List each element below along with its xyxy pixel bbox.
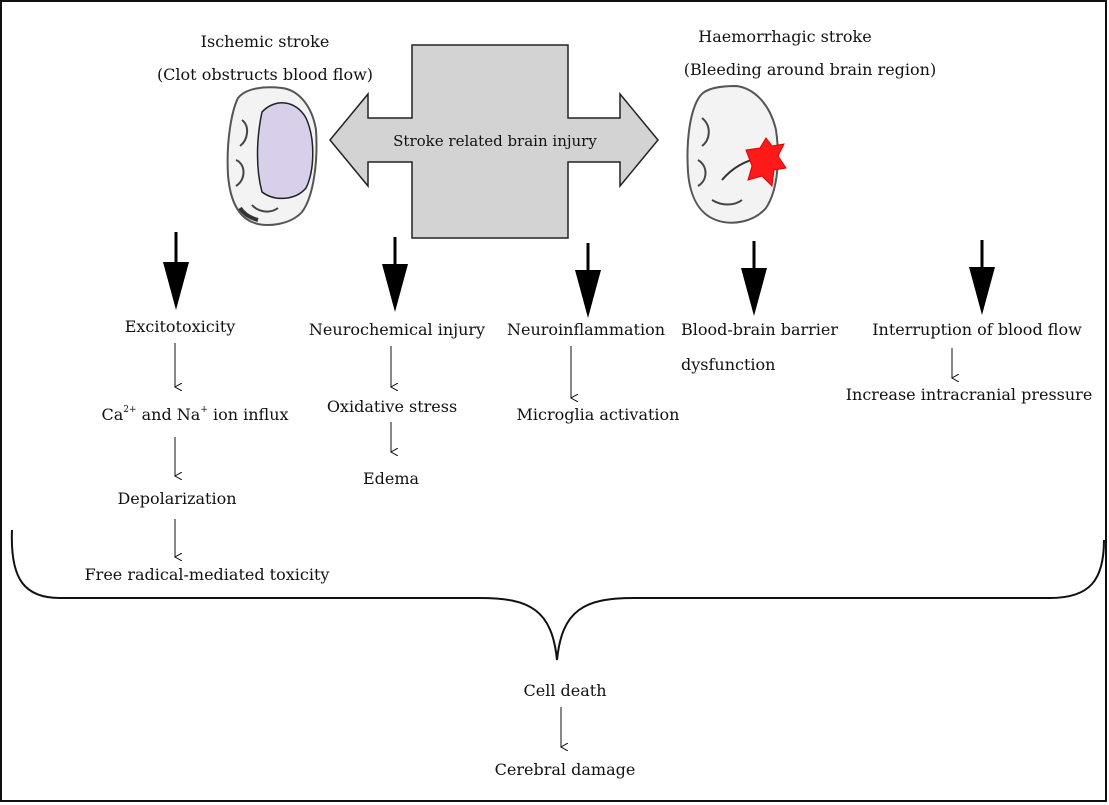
cerebral-damage-label: Cerebral damage	[495, 760, 636, 779]
depolarization-label: Depolarization	[117, 489, 236, 508]
neuroinflammation-label: Neuroinflammation	[507, 320, 665, 339]
haemorrhagic-title: Haemorrhagic stroke	[698, 27, 871, 46]
bbb-label-line1: Blood-brain barrier	[681, 320, 838, 339]
bold-arrow-blood-flow	[969, 240, 995, 315]
bold-arrow-neuroinflammation	[575, 243, 601, 318]
double-arrow-shape	[329, 44, 659, 239]
ion-influx-label: Ca2+ and Na+ ion influx	[101, 405, 288, 424]
haemorrhagic-brain-icon	[686, 84, 787, 224]
bleed-region	[745, 137, 787, 188]
grouping-brace	[10, 529, 1105, 661]
edema-label: Edema	[363, 469, 420, 488]
free-radical-label: Free radical-mediated toxicity	[85, 565, 330, 584]
ischemic-title: Ischemic stroke	[201, 32, 330, 51]
excitotoxicity-label: Excitotoxicity	[125, 317, 236, 336]
stroke-injury-node: Stroke related brain injury	[329, 44, 659, 239]
center-label: Stroke related brain injury	[393, 132, 597, 150]
blood-flow-label: Interruption of blood flow	[872, 320, 1082, 339]
microglia-activation-label: Microglia activation	[517, 405, 680, 424]
cell-death-label: Cell death	[523, 681, 606, 700]
bold-arrow-neurochemical	[382, 237, 408, 312]
neurochemical-label: Neurochemical injury	[309, 320, 485, 339]
ischemic-subtitle: (Clot obstructs blood flow)	[157, 65, 373, 84]
bbb-label-line2: dysfunction	[681, 355, 775, 374]
oxidative-stress-label: Oxidative stress	[327, 397, 457, 416]
bold-arrow-excitotoxicity	[163, 232, 189, 310]
ischemic-brain-icon	[226, 86, 318, 226]
intracranial-pressure-label: Increase intracranial pressure	[846, 385, 1093, 404]
haemorrhagic-subtitle: (Bleeding around brain region)	[684, 60, 936, 79]
bold-arrow-bbb	[741, 241, 767, 316]
